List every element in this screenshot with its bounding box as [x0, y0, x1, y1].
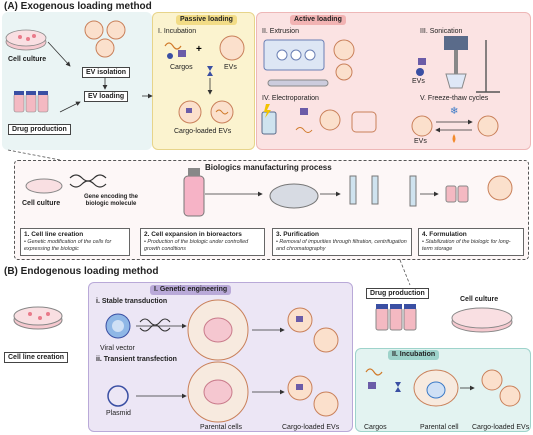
- cargo-loaded-evs-b-label: Cargo-loaded EVs: [282, 424, 340, 431]
- parental-cells-label: Parental cells: [200, 424, 243, 431]
- cell-line-creation-label: Cell line creation: [4, 352, 69, 363]
- cargos-label: Cargos: [170, 64, 193, 71]
- cargo-loaded-evs-c-label: Cargo-loaded EVs: [472, 424, 530, 431]
- plasmid-label: Plasmid: [106, 410, 131, 417]
- step-1-head: 1. Cell line creation: [24, 231, 84, 238]
- passive-loading-title: Passive loading: [176, 15, 237, 25]
- petri-dish-b-icon: [13, 306, 63, 330]
- step-2-desc: • Production of the biologic under contr…: [144, 239, 249, 252]
- step-4-head: 4. Formulation: [422, 231, 467, 238]
- active-loading-title: Active loading: [290, 15, 346, 25]
- petri-dish-icon: [5, 29, 47, 51]
- cargos-b-label: Cargos: [364, 424, 387, 431]
- gene-label: Gene encoding the biologic molecule: [83, 194, 138, 207]
- incubation-b-icons: [365, 368, 521, 407]
- step-3-desc: • Removal of impurities through filtrati…: [276, 239, 407, 252]
- cell-culture-b-label: Cell culture: [460, 296, 499, 303]
- step-cell-line-creation: 1. Cell line creation • Genetic modifica…: [20, 228, 130, 256]
- step-1-desc: • Genetic modification of the cells for …: [24, 239, 112, 252]
- cell-culture-label: Cell culture: [8, 56, 47, 63]
- sonication-label: III. Sonication: [420, 28, 463, 35]
- electroporation-cuvette-icon: [261, 104, 377, 135]
- step-2-head: 2. Cell expansion in bioreactors: [144, 231, 242, 238]
- section-b-title: (B) Endogenous loading method: [4, 266, 159, 277]
- drug-production-b-label: Drug production: [366, 288, 429, 299]
- drug-vials-icon: [13, 91, 49, 113]
- ev-icon: [219, 35, 245, 61]
- viral-vector-icon: [105, 313, 131, 339]
- bioreactor-icon: [25, 168, 513, 217]
- stable-transduction-label: i. Stable transduction: [96, 298, 168, 305]
- section-a-title: (A) Exogenous loading method: [4, 1, 152, 12]
- cargo-loaded-evs-b-icon: [287, 307, 339, 417]
- freeze-thaw-icon: ❄: [411, 106, 499, 143]
- incubation-label: I. Incubation: [158, 28, 197, 35]
- evs-sonication-label: EVs: [412, 78, 425, 85]
- biologics-cell-culture-label: Cell culture: [22, 200, 61, 207]
- biologics-title: Biologics manufacturing process: [205, 163, 332, 172]
- genetic-engineering-title: I. Genetic engineering: [150, 285, 232, 295]
- step-cell-expansion: 2. Cell expansion in bioreactors • Produ…: [140, 228, 265, 256]
- extrusion-label: II. Extrusion: [262, 28, 299, 35]
- ev-vesicles-icon: [84, 20, 126, 58]
- passive-loading-panel: [152, 12, 255, 150]
- evs-label: EVs: [224, 64, 237, 71]
- cargo-loaded-evs-label: Cargo-loaded EVs: [174, 128, 232, 135]
- extrusion-device-icon: [263, 39, 355, 87]
- svg-text:+: +: [196, 44, 202, 55]
- sonicator-icon: [416, 36, 500, 93]
- dna-helix-icon: [139, 318, 171, 332]
- viral-vector-label: Viral vector: [100, 345, 135, 352]
- ev-loading-label: EV loading: [84, 91, 129, 102]
- cargo-molecules-icon: [164, 42, 186, 59]
- svg-text:❄: ❄: [450, 106, 458, 117]
- hourglass-icon: [207, 66, 213, 76]
- transient-transfection-label: ii. Transient transfection: [96, 356, 177, 363]
- parental-cell-icon: [107, 299, 249, 423]
- incubation-b-title: II. Incubation: [388, 350, 440, 360]
- step-purification: 3. Purification • Removal of impurities …: [272, 228, 412, 256]
- step-4-desc: • Stabilization of the biologic for long…: [422, 239, 511, 252]
- parental-cell-label: Parental cell: [420, 424, 459, 431]
- drug-vials-b-icon: [375, 304, 417, 331]
- drug-production-label: Drug production: [8, 124, 71, 135]
- step-formulation: 4. Formulation • Stabilization of the bi…: [418, 228, 524, 256]
- freeze-thaw-label: V. Freeze-thaw cycles: [420, 95, 489, 102]
- electroporation-label: IV. Electroporation: [262, 95, 319, 102]
- ev-isolation-label: EV isolation: [82, 67, 131, 78]
- step-3-head: 3. Purification: [276, 231, 319, 238]
- cargo-loaded-ev-icon: [178, 100, 234, 124]
- evs-freeze-thaw-label: EVs: [414, 138, 427, 145]
- petri-dish-c-icon: [451, 307, 513, 333]
